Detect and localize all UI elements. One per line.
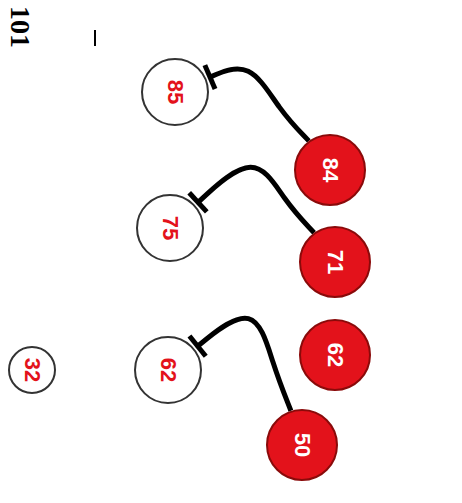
tick-mark xyxy=(94,30,96,46)
jersey-number: 62 xyxy=(324,343,346,367)
offense-player: 84 xyxy=(294,134,366,206)
jersey-number: 71 xyxy=(324,250,346,274)
jersey-number: 75 xyxy=(159,216,181,240)
defense-player: 62 xyxy=(134,336,202,404)
defense-player: 85 xyxy=(141,58,209,126)
block-path xyxy=(198,318,291,411)
offense-player: 71 xyxy=(299,226,371,298)
jersey-number: 32 xyxy=(21,358,43,382)
block-path xyxy=(210,69,309,141)
offense-player: 50 xyxy=(266,409,338,481)
block-line xyxy=(205,65,309,141)
jersey-number: 50 xyxy=(291,433,313,457)
jersey-number: 84 xyxy=(319,158,341,182)
jersey-number: 85 xyxy=(164,80,186,104)
jersey-number: 62 xyxy=(157,358,179,382)
block-line xyxy=(189,318,290,411)
play-number: 101 xyxy=(4,6,36,48)
offense-player: 62 xyxy=(299,319,371,391)
defense-player: 32 xyxy=(8,346,56,394)
defense-player: 75 xyxy=(136,194,204,262)
